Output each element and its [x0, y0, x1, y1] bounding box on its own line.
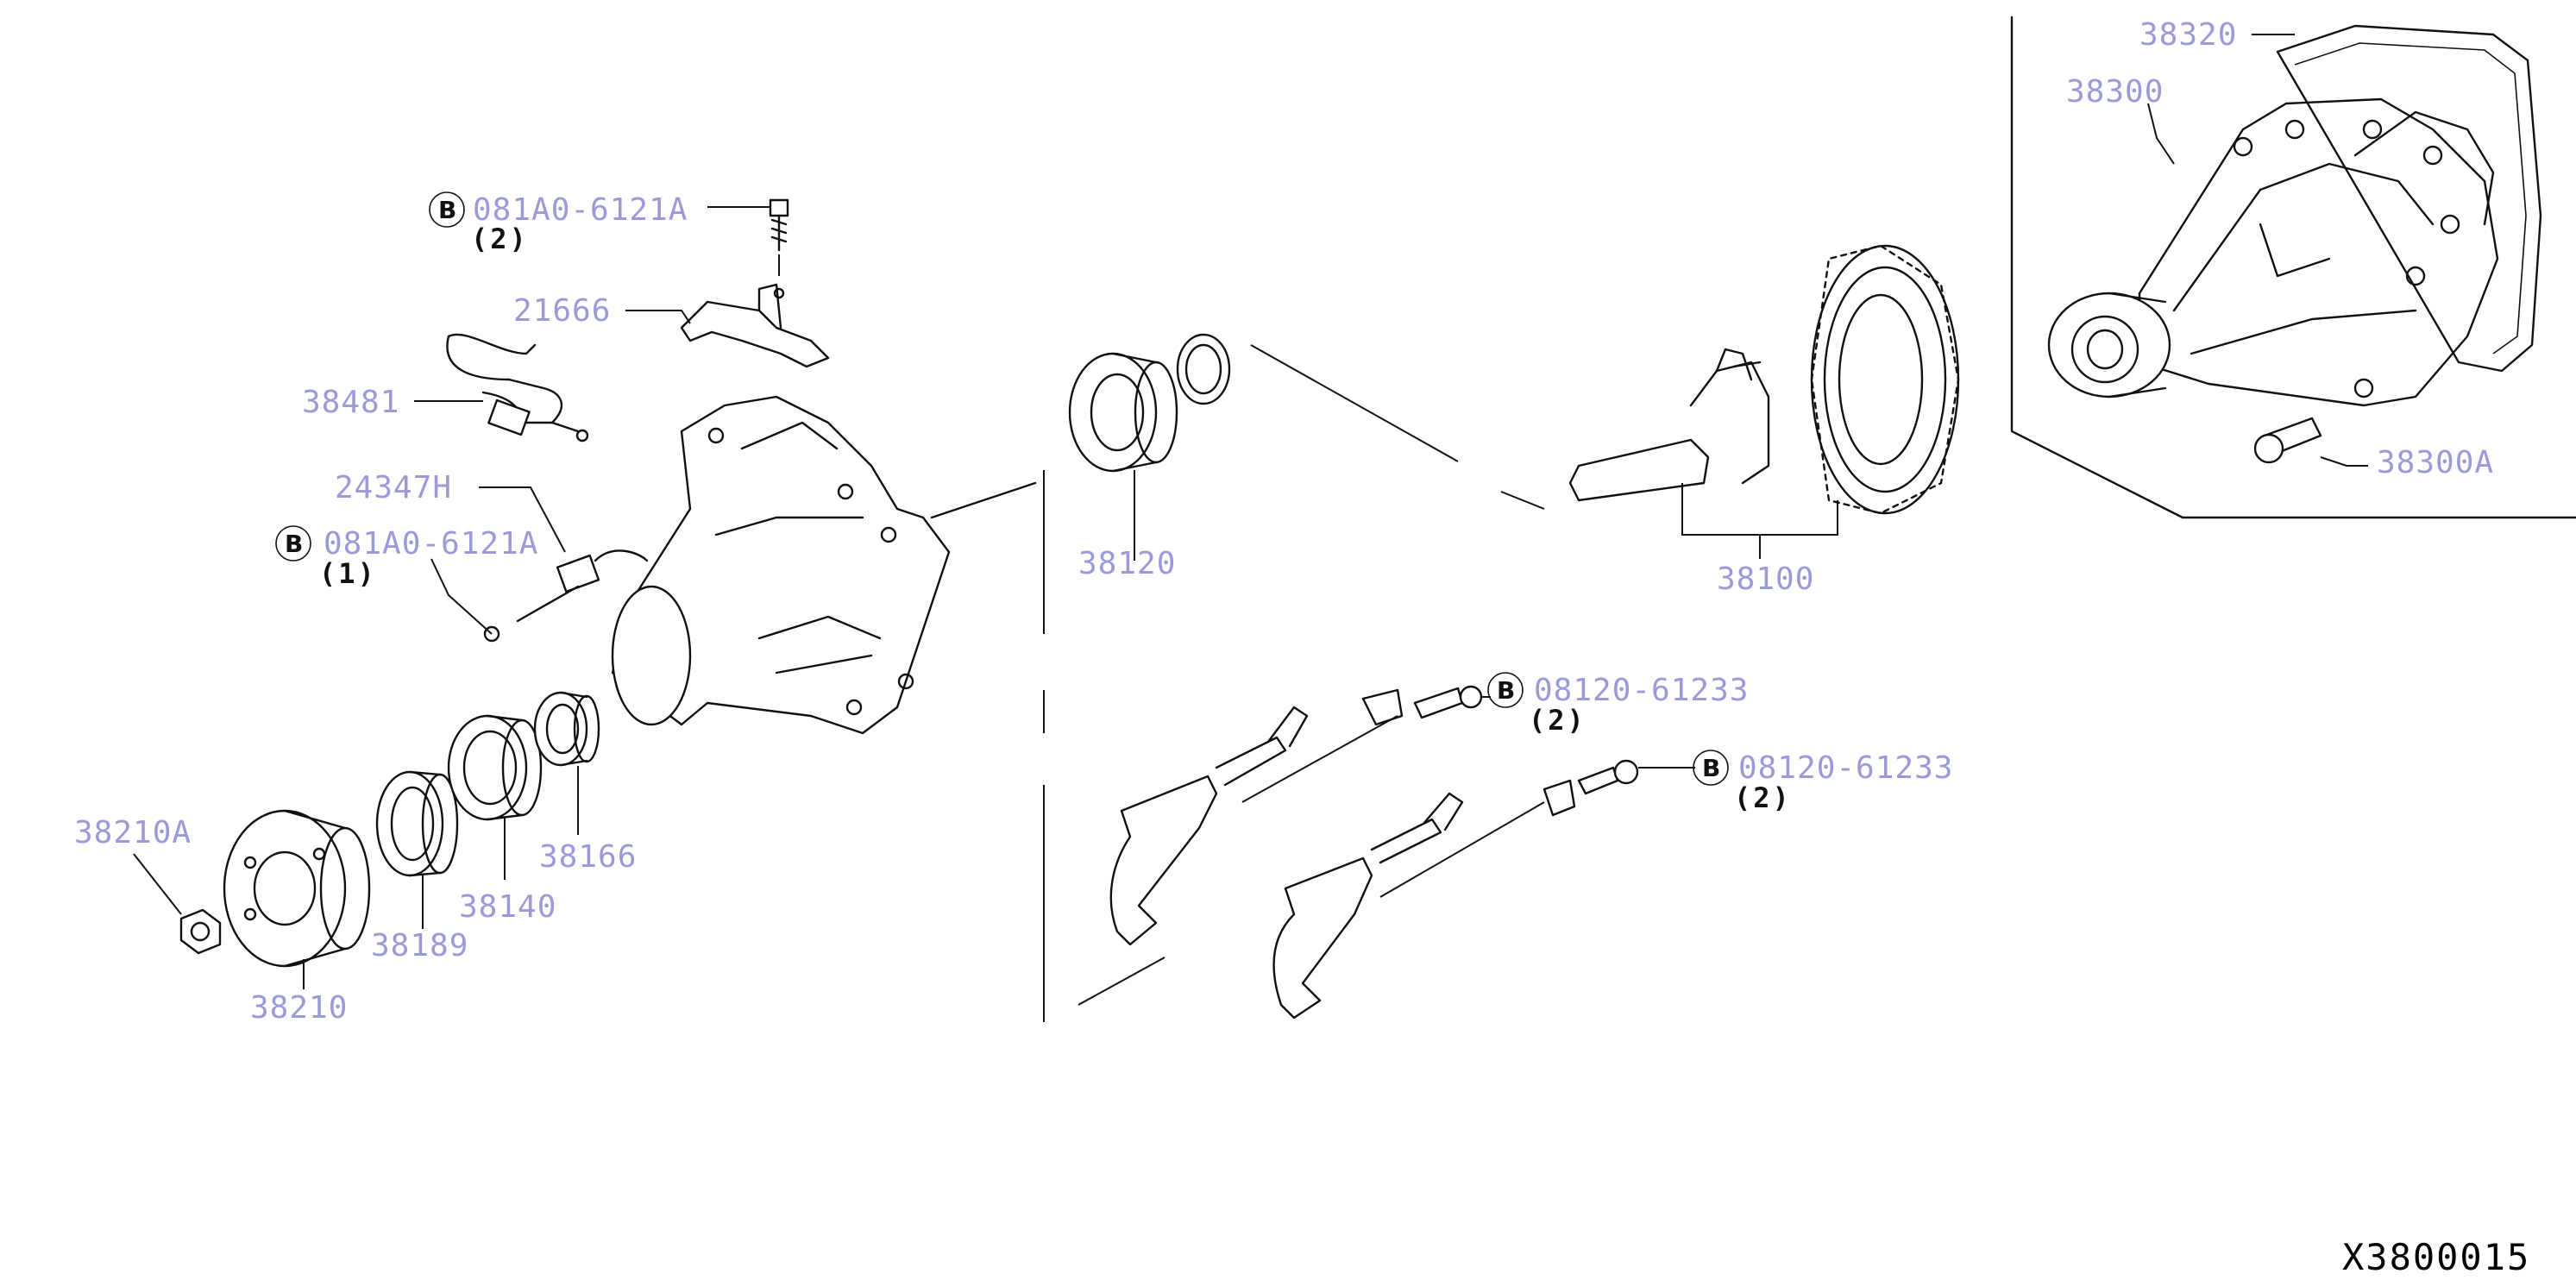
label-38166: 38166: [539, 839, 637, 875]
label-38210a: 38210A: [74, 815, 192, 850]
bolt-left-part: 081A0-6121A: [324, 526, 538, 562]
b-mark-mid: B: [1497, 676, 1515, 705]
bolt-callout-top: B 081A0-6121A (2): [429, 191, 688, 255]
bolt-top-part: 081A0-6121A: [473, 192, 688, 228]
b-mark-top: B: [438, 196, 456, 224]
bolt-low: [1577, 759, 1695, 795]
guide-lines: [1043, 344, 1545, 1022]
bolt-mid: [1413, 685, 1491, 719]
bolt-low-qty: (2): [1734, 781, 1792, 814]
seal-38189: [375, 770, 459, 877]
label-38120: 38120: [1078, 546, 1176, 581]
b-mark-left: B: [285, 530, 303, 558]
sensor-38481: [446, 333, 589, 442]
bolt-mid-qty: (2): [1529, 704, 1586, 737]
label-38481: 38481: [302, 385, 399, 420]
label-38300a: 38300A: [2377, 445, 2494, 480]
assembly-inset: [2010, 16, 2576, 519]
label-38140: 38140: [459, 889, 556, 925]
label-38300: 38300: [2066, 74, 2164, 110]
carrier-housing: [611, 395, 1037, 735]
bolt-low-part: 08120-61233: [1738, 750, 1953, 786]
label-38210: 38210: [250, 990, 348, 1026]
sensor-24347h: [483, 549, 649, 643]
b-mark-low: B: [1702, 754, 1720, 782]
label-21666: 21666: [513, 293, 611, 329]
bolt-callout-left: B 081A0-6121A (1): [275, 525, 538, 590]
leader-lines: [133, 34, 2368, 989]
diagram-code: X3800015: [2342, 1236, 2530, 1278]
bearing-38120: [1068, 333, 1231, 473]
ring-pinion-38100: [1568, 244, 1960, 559]
bolt-callout-mid: B 08120-61233 (2): [1487, 672, 1749, 737]
bolt-left-qty: (1): [319, 557, 377, 590]
shift-fork-lower: [1272, 779, 1576, 1020]
bracket-21666: [680, 198, 830, 368]
label-38100: 38100: [1717, 562, 1814, 597]
label-38320: 38320: [2139, 17, 2237, 53]
spacer-38166: [533, 691, 600, 767]
bearing-38140: [447, 714, 543, 821]
label-38189: 38189: [371, 928, 468, 963]
label-24347h: 24347H: [335, 470, 452, 505]
flange-38210: [223, 809, 371, 968]
shift-fork-upper: [1109, 688, 1404, 946]
bolt-callout-low: B 08120-61233 (2): [1693, 750, 1953, 814]
nut-38210a: [179, 908, 222, 955]
bolt-mid-part: 08120-61233: [1534, 673, 1749, 708]
bolt-top-qty: (2): [471, 223, 529, 255]
